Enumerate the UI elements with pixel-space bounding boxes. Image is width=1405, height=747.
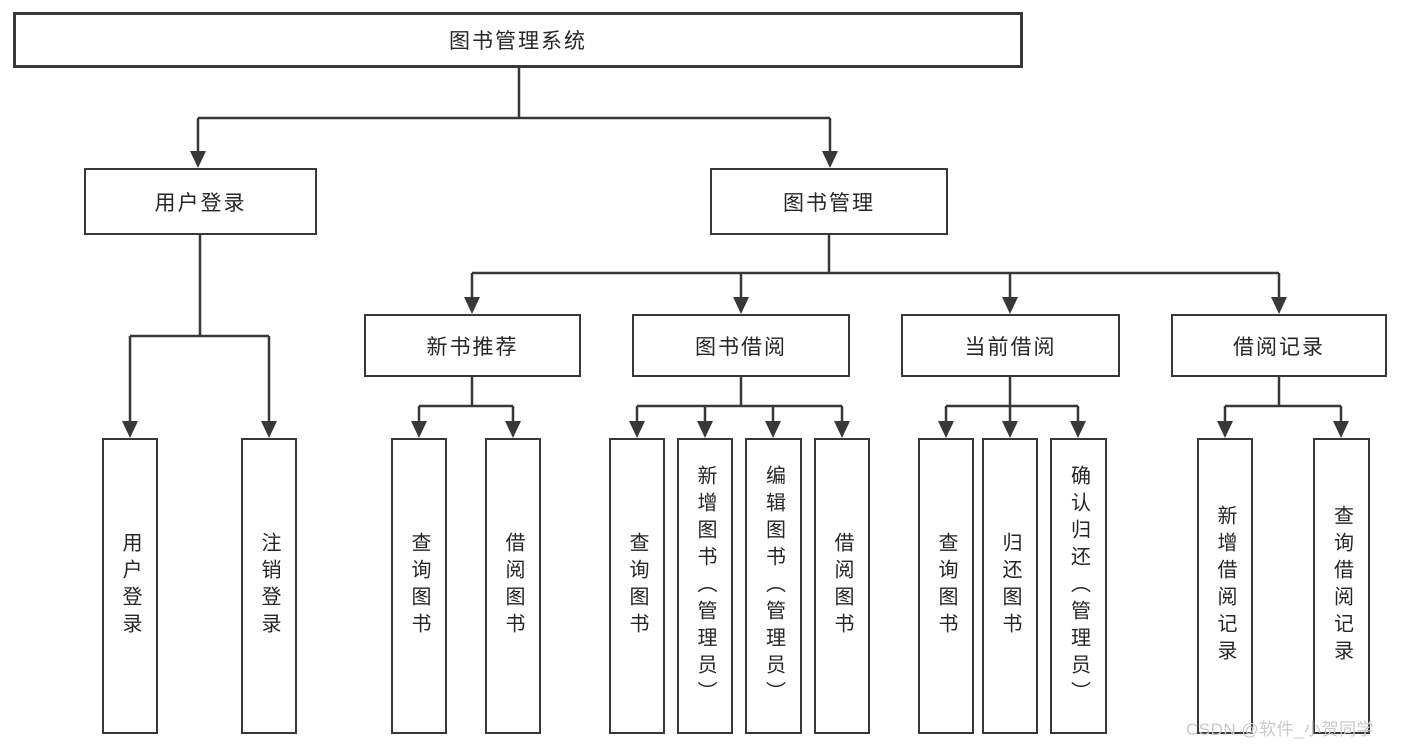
node-leaf-user-login: 用户登录 bbox=[102, 438, 158, 734]
node-leaf-borrow-books-borrowing: 借阅图书 bbox=[814, 438, 870, 734]
node-leaf-return-books: 归还图书 bbox=[982, 438, 1038, 734]
node-current-borrowing: 当前借阅 bbox=[901, 314, 1120, 377]
node-new-book-recommend: 新书推荐 bbox=[364, 314, 581, 377]
node-leaf-query-borrow-record: 查询借阅记录 bbox=[1313, 438, 1370, 734]
node-leaf-query-books-borrowing: 查询图书 bbox=[609, 438, 665, 734]
node-leaf-borrow-books-recommend: 借阅图书 bbox=[485, 438, 541, 734]
node-leaf-edit-books-admin: 编辑图书（管理员） bbox=[745, 438, 802, 734]
node-leaf-query-books-recommend: 查询图书 bbox=[391, 438, 447, 734]
node-leaf-add-borrow-record: 新增借阅记录 bbox=[1197, 438, 1253, 734]
node-root-system: 图书管理系统 bbox=[13, 12, 1023, 68]
node-leaf-query-books-current: 查询图书 bbox=[918, 438, 974, 734]
node-borrowing-records: 借阅记录 bbox=[1171, 314, 1387, 377]
node-book-borrowing: 图书借阅 bbox=[632, 314, 850, 377]
node-leaf-logout: 注销登录 bbox=[241, 438, 297, 734]
csdn-watermark: CSDN @软件_小贺同学 bbox=[1186, 720, 1375, 739]
node-user-login-group: 用户登录 bbox=[84, 168, 317, 235]
node-leaf-confirm-return-admin: 确认归还（管理员） bbox=[1050, 438, 1107, 734]
node-book-management: 图书管理 bbox=[710, 168, 948, 235]
node-leaf-add-books-admin: 新增图书（管理员） bbox=[677, 438, 733, 734]
